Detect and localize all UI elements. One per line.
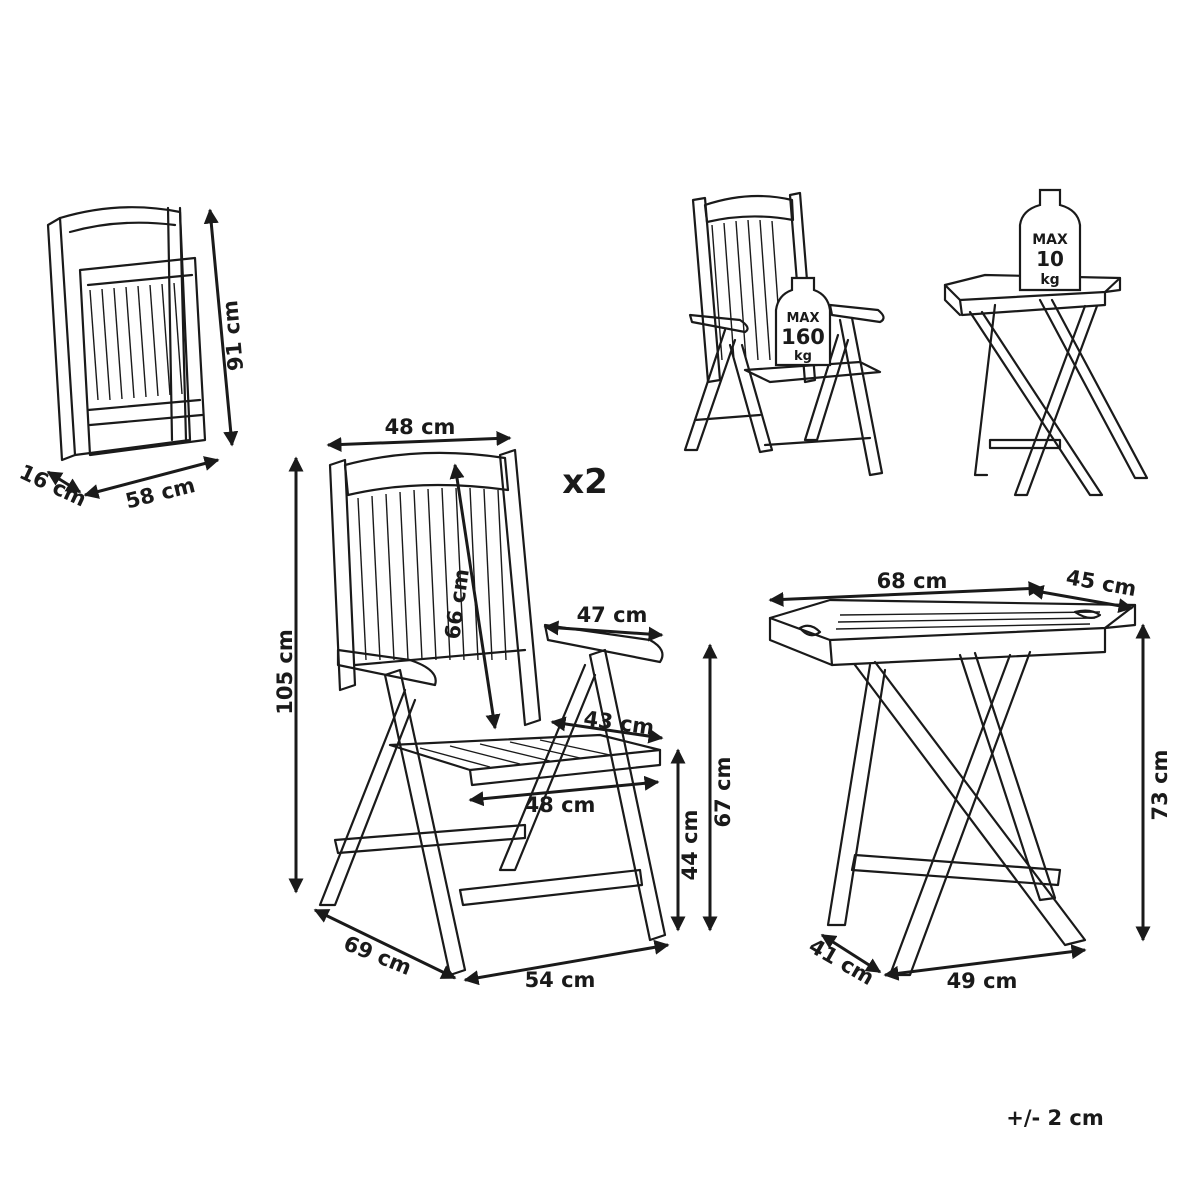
table-load-weight-icon: MAX 10 kg <box>1018 188 1082 292</box>
table-load-value: 10 <box>1036 247 1064 271</box>
chair-load-weight-icon: MAX 160 kg <box>774 276 832 367</box>
armrest-length-dimension <box>543 620 664 642</box>
folded-width-label: 58 cm <box>123 473 198 513</box>
tray-width-dimension <box>1028 584 1134 614</box>
chair-load-value: 160 <box>781 325 825 349</box>
seat-depth-dimension <box>550 716 664 744</box>
seat-width-label: 48 cm <box>525 793 596 817</box>
quantity-label: x2 <box>562 462 608 502</box>
seat-width-dimension <box>468 775 660 807</box>
seat-height-label: 44 cm <box>678 810 702 881</box>
folded-width-dimension <box>83 456 220 499</box>
tray-length-label: 68 cm <box>877 569 948 593</box>
folded-height-label: 91 cm <box>218 299 248 372</box>
armrest-length-label: 47 cm <box>577 603 648 627</box>
folded-depth-label: 16 cm <box>16 460 90 512</box>
table-load-drawing <box>943 273 1149 497</box>
table-load-unit: kg <box>1040 272 1059 288</box>
folded-height-dimension <box>203 208 239 447</box>
armrest-height-label: 67 cm <box>711 757 735 828</box>
chair-load-unit: kg <box>794 349 812 364</box>
table-load-max: MAX <box>1032 232 1068 248</box>
chair-width-dimension <box>463 939 670 986</box>
tray-width-label: 45 cm <box>1064 565 1138 601</box>
chair-load-max: MAX <box>786 311 819 326</box>
folded-chair-drawing <box>46 206 207 462</box>
chair-width-label: 54 cm <box>525 968 596 992</box>
chair-depth-label: 69 cm <box>340 931 415 980</box>
back-height-dimension <box>449 463 501 730</box>
table-depth-label: 41 cm <box>805 934 878 990</box>
back-width-label: 48 cm <box>385 415 456 439</box>
total-height-label: 105 cm <box>273 629 297 714</box>
table-width-dimension <box>883 944 1087 981</box>
table-height-label: 73 cm <box>1148 750 1172 821</box>
chair-depth-dimension <box>313 908 457 980</box>
folded-depth-dimension <box>46 470 82 494</box>
tolerance-note: +/- 2 cm <box>1006 1106 1104 1130</box>
table-width-label: 49 cm <box>947 969 1018 993</box>
back-height-label: 66 cm <box>440 567 474 641</box>
back-width-dimension <box>326 431 512 452</box>
tray-length-dimension <box>768 581 1044 607</box>
table-drawing <box>768 598 1137 977</box>
table-depth-dimension <box>820 933 882 974</box>
